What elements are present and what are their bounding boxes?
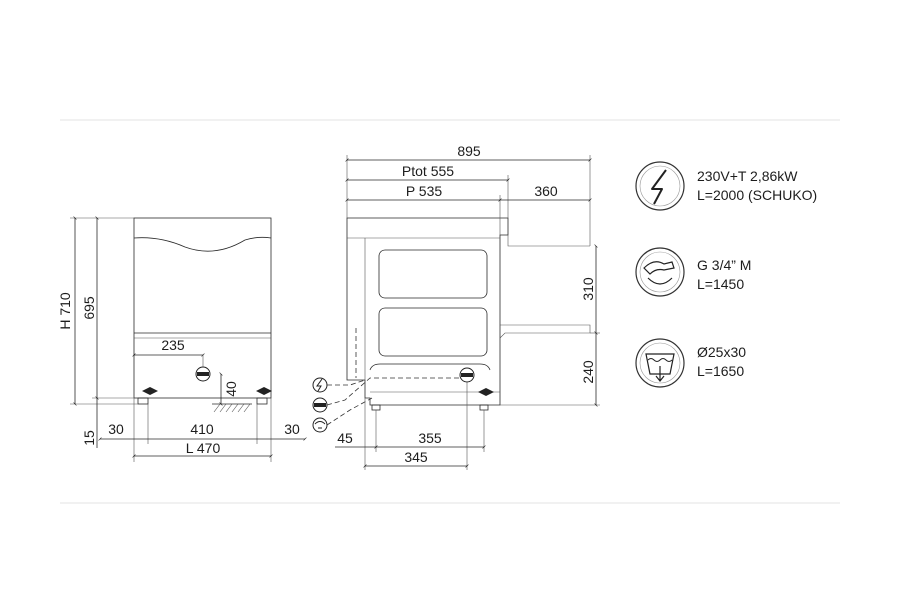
front-valve-right-icon (256, 387, 272, 395)
side-window-bottom (378, 307, 488, 357)
front-view: H 710 695 15 235 40 30 410 30 L 470 (57, 216, 307, 462)
electric-plug-icon (635, 161, 685, 211)
dim-left-margin: 30 (108, 421, 124, 437)
dim-right-margin: 30 (284, 421, 300, 437)
dim-depth: P 535 (406, 183, 443, 199)
spec-electric-line1: 230V+T 2,86kW (697, 168, 798, 184)
dim-drain-height: 40 (223, 381, 239, 397)
callout-water-icon (312, 417, 328, 433)
front-body (133, 217, 272, 399)
connection-callouts (312, 377, 460, 433)
dim-base-depth: 345 (404, 449, 428, 465)
side-window-top (378, 249, 488, 299)
dim-door-height: 310 (580, 277, 596, 301)
spec-electric-line2: L=2000 (SCHUKO) (697, 187, 817, 203)
front-foot-right (256, 397, 268, 405)
side-drain-symbol (459, 367, 475, 383)
dim-door-open: 360 (534, 183, 558, 199)
side-body (346, 217, 509, 406)
front-foot-left (137, 397, 149, 405)
floor-hatch (213, 403, 251, 413)
dim-inner-width: 410 (190, 421, 214, 437)
dim-foot-height: 15 (81, 430, 97, 446)
dim-inner-depth: 355 (418, 430, 442, 446)
dim-body-height: 695 (81, 296, 97, 320)
front-drain-symbol (195, 366, 211, 382)
dim-offset-left: 45 (337, 430, 353, 446)
spec-drain-line1: Ø25x30 (697, 344, 746, 360)
connection-specs: 230V+T 2,86kW L=2000 (SCHUKO) G 3/4” M L… (635, 161, 817, 388)
dim-total-depth: 895 (457, 143, 481, 159)
water-tap-icon (635, 247, 685, 297)
spec-drain: Ø25x30 L=1650 (635, 338, 746, 388)
side-foot-left (371, 404, 381, 411)
side-door-bottom (499, 324, 591, 339)
spec-water-line1: G 3/4” M (697, 257, 751, 273)
callout-electric-icon (312, 377, 328, 393)
front-valve-left-icon (142, 387, 158, 395)
dim-overall-width: L 470 (186, 440, 221, 456)
side-foot-right (479, 404, 489, 411)
spec-drain-line2: L=1650 (697, 363, 744, 379)
dim-drain-offset: 235 (161, 337, 185, 353)
spec-water: G 3/4” M L=1450 (635, 247, 751, 297)
front-handle-curve (133, 236, 272, 252)
side-door-top (507, 235, 590, 247)
dim-overall-height: H 710 (57, 292, 73, 330)
side-base-curve (369, 363, 491, 371)
side-view: 895 Ptot 555 P 535 360 310 240 45 355 34… (312, 143, 600, 470)
spec-electric: 230V+T 2,86kW L=2000 (SCHUKO) (635, 161, 817, 211)
side-valve-icon (478, 388, 494, 396)
spec-water-line2: L=1450 (697, 276, 744, 292)
dim-base-height: 240 (580, 360, 596, 384)
dim-total-depth-door: Ptot 555 (402, 163, 454, 179)
